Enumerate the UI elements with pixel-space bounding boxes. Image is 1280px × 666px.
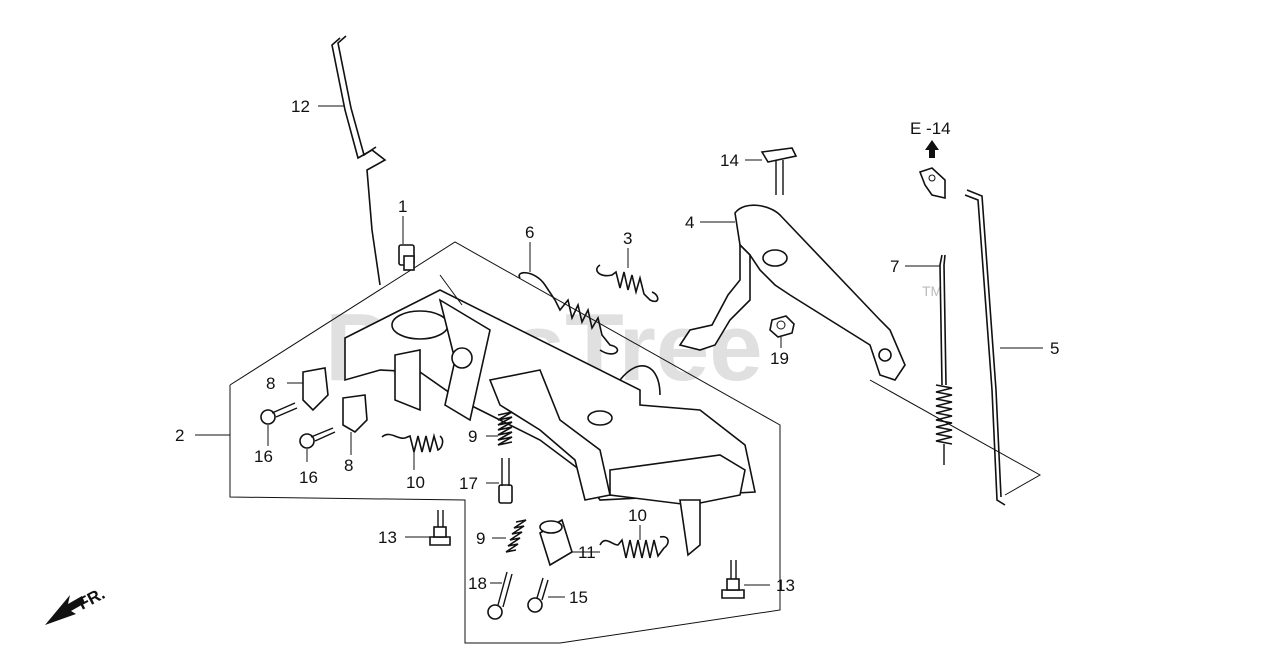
callout-8-upper: 8 bbox=[266, 374, 275, 393]
callout-1: 1 bbox=[398, 197, 407, 216]
part-18-screw[interactable] bbox=[487, 571, 513, 620]
callout-19: 19 bbox=[770, 349, 789, 368]
part-8-clip-lower[interactable] bbox=[342, 394, 368, 434]
part-15-screw[interactable] bbox=[527, 577, 549, 613]
callout-10-left: 10 bbox=[406, 473, 425, 492]
reference-label: E -14 bbox=[910, 119, 951, 138]
part-3-spring[interactable] bbox=[596, 264, 659, 303]
callout-17: 17 bbox=[459, 474, 478, 493]
callout-14: 14 bbox=[720, 151, 739, 170]
callout-16-upper: 16 bbox=[254, 447, 273, 466]
part-6-spring[interactable] bbox=[518, 271, 619, 355]
callout-7: 7 bbox=[890, 257, 899, 276]
callout-6: 6 bbox=[525, 223, 534, 242]
part-1-clip[interactable] bbox=[398, 244, 415, 271]
part-7-rod[interactable] bbox=[935, 254, 953, 465]
part-5-rod[interactable] bbox=[964, 189, 1006, 506]
part-8-clip-upper[interactable] bbox=[302, 367, 329, 412]
callout-12: 12 bbox=[291, 97, 310, 116]
callout-18: 18 bbox=[468, 574, 487, 593]
part-19-nut[interactable] bbox=[769, 315, 795, 338]
part-13-bolt-right[interactable] bbox=[721, 560, 745, 599]
callout-2: 2 bbox=[175, 426, 184, 445]
callout-4: 4 bbox=[685, 213, 694, 232]
e14-clip[interactable] bbox=[918, 167, 946, 200]
front-direction-arrow-icon bbox=[45, 595, 85, 625]
watermark-trademark: TM bbox=[922, 283, 942, 299]
part-2-control-base[interactable] bbox=[344, 289, 756, 557]
part-4-lever[interactable] bbox=[678, 204, 906, 381]
callout-9-lower: 9 bbox=[476, 529, 485, 548]
reference-arrow-icon bbox=[925, 140, 939, 158]
front-direction-label: FR. bbox=[75, 584, 108, 614]
part-16-screw-upper[interactable] bbox=[260, 402, 298, 425]
part-9-spring-lower[interactable] bbox=[505, 519, 527, 553]
callout-10-right: 10 bbox=[628, 506, 647, 525]
callout-13-right: 13 bbox=[776, 576, 795, 595]
callout-8-lower: 8 bbox=[344, 456, 353, 475]
callout-5: 5 bbox=[1050, 339, 1059, 358]
part-10-spring-left[interactable] bbox=[381, 432, 444, 453]
part-12-rod[interactable] bbox=[331, 35, 387, 286]
callout-11: 11 bbox=[578, 543, 596, 562]
part-14-tbolt[interactable] bbox=[760, 147, 798, 195]
leader-lines bbox=[195, 105, 1043, 598]
callout-15: 15 bbox=[569, 588, 588, 607]
callout-9-upper: 9 bbox=[468, 427, 477, 446]
part-16-screw-lower[interactable] bbox=[299, 427, 336, 449]
assembly-outline-right bbox=[869, 379, 1042, 496]
part-17-bolt[interactable] bbox=[498, 458, 513, 504]
callout-16-lower: 16 bbox=[299, 468, 318, 487]
part-9-spring-upper[interactable] bbox=[497, 411, 513, 446]
part-10-spring-right[interactable] bbox=[599, 535, 669, 559]
assembly-outline bbox=[229, 241, 781, 644]
part-13-bolt-left[interactable] bbox=[429, 510, 451, 546]
callout-3: 3 bbox=[623, 229, 632, 248]
part-11-collar[interactable] bbox=[539, 518, 573, 567]
callout-13-left: 13 bbox=[378, 528, 397, 547]
